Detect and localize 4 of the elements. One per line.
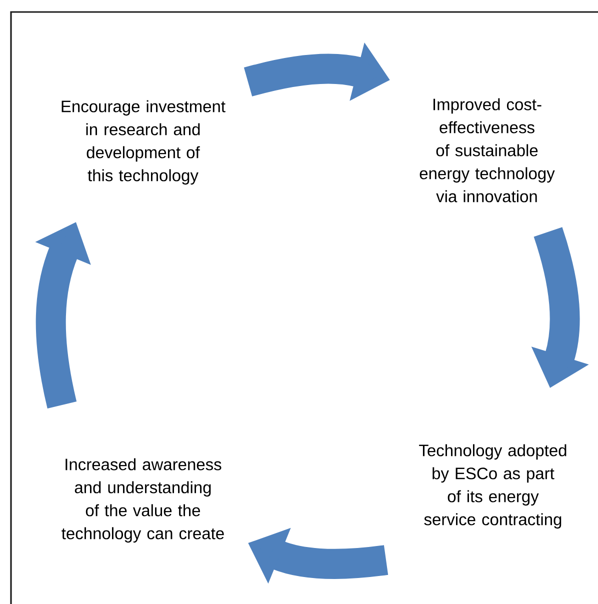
cycle-step-text: Encourage investment in research and development of this technology <box>62 100 226 185</box>
cycle-step-text: Technology adopted by ESCo as part of its energy service contracting <box>419 444 566 529</box>
cycle-step-text: Increased awareness and understanding of the value the technology can create <box>62 458 224 543</box>
cycle-step-text: Improved cost-effectiveness of sustainable energy technology via innovation <box>420 98 555 202</box>
